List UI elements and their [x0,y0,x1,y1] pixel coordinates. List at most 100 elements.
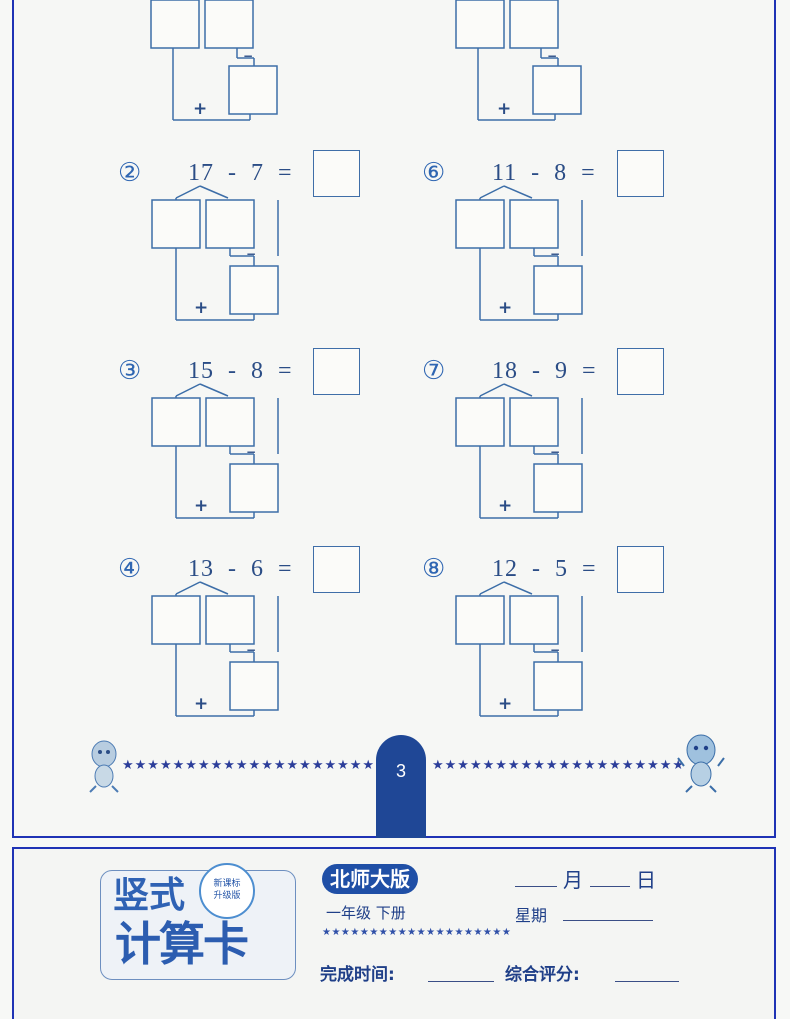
problem-number: ③ [118,356,142,386]
equation-a: 17 [188,160,214,186]
decomposition-diagram [455,581,583,717]
day-label: 日 [636,868,656,892]
worksheet-page [12,0,776,838]
plus-sign: + [194,496,209,516]
split-box-ones [509,199,559,249]
plus-sign: + [193,99,208,119]
plus-sign: + [498,298,513,318]
difference-box [229,661,279,711]
diagram-partial-left [150,0,278,121]
branch-line-right [503,581,533,595]
answer-box[interactable] [313,150,360,197]
product-logo: 竖式 计算卡 新课标 升级版 [100,863,296,980]
mascot-left-icon [89,740,119,793]
answer-box[interactable] [617,348,664,395]
grade-label: 一年级 下册 [326,904,406,922]
plus-sign: + [498,694,513,714]
weekday-label: 星期 [515,906,548,925]
equation-a: 11 [492,160,518,186]
minus-sign: − [246,247,257,261]
branch-line-left [175,383,201,397]
branch-line-right [199,185,229,199]
branch-line-right [199,581,229,595]
completion-time-blank[interactable] [428,981,494,982]
logo-title-line1: 竖式 [113,875,186,916]
answer-box[interactable] [617,150,664,197]
page-number-tab [376,735,426,838]
page-number: 3 [395,761,406,781]
overall-score-label: 综合评分: [505,965,580,985]
completion-time-label: 完成时间: [320,965,395,985]
split-box-tens [455,397,505,447]
answer-box[interactable] [617,546,664,593]
minus-sign: − [550,445,561,459]
equation: 18-9= [492,356,597,386]
star-divider-right: ★★★★★★★★★★★★★★★★★★★★ [432,758,686,773]
month-blank[interactable] [515,886,557,887]
equation-op: - [228,556,237,582]
split-box-tens [151,595,201,645]
equation-eq: = [581,160,596,186]
dotted-divider: ★★★★★★★★★★★★★★★★★★★★ [322,927,512,938]
problem-4: ⑥ 11-8 = − + [422,150,692,333]
equation-eq: = [582,358,597,384]
difference-box [229,463,279,513]
problem-number: ⑥ [422,158,446,188]
equation: 11-8 = [492,158,596,188]
problem-number: ② [118,158,142,188]
day-blank[interactable] [590,886,630,887]
edition-badge: 北师大版 [322,864,418,894]
weekday-blank[interactable] [563,920,653,921]
split-box-tens [151,199,201,249]
decomposition-diagram [151,383,279,519]
answer-box[interactable] [313,546,360,593]
branch-line-right [503,185,533,199]
equation-b: 8 [251,358,264,384]
problem-number: ④ [118,554,142,584]
equation-op: - [532,556,541,582]
answer-box[interactable] [313,348,360,395]
equation-b: 5 [555,556,568,582]
minus-sign: − [550,247,561,261]
overall-score-blank[interactable] [615,981,679,982]
equation: 13-6 = [188,554,293,584]
problem-number: ⑦ [422,356,446,386]
branch-line-left [479,581,505,595]
difference-box [533,463,583,513]
branch-line-right [503,383,533,397]
equation-eq: = [278,160,293,186]
decomposition-diagram [151,581,279,717]
equation-eq: = [278,556,293,582]
split-box-tens [455,595,505,645]
plus-sign: + [194,298,209,318]
difference-box [533,661,583,711]
equation-eq: = [278,358,293,384]
star-divider-left: ★★★★★★★★★★★★★★★★★★★★ [122,758,376,773]
equation-b: 8 [554,160,568,186]
decomposition-diagram [455,185,583,321]
upgrade-badge: 新课标 升级版 [199,863,255,919]
mascot-right-icon [677,734,725,793]
diagram-partial-right [455,0,582,121]
split-box-ones [509,397,559,447]
split-box-ones [205,595,255,645]
split-box-tens [151,397,201,447]
equation-eq: = [582,556,597,582]
split-box-ones [509,595,559,645]
equation-a: 13 [188,556,214,582]
decomposition-diagram [151,185,279,321]
equation-a: 18 [492,358,518,384]
equation-op: - [532,358,541,384]
badge-line1: 新课标 [213,879,241,889]
equation-a: 12 [492,556,518,582]
branch-line-left [479,383,505,397]
branch-line-left [175,185,201,199]
equation-b: 6 [251,556,264,582]
minus-sign: − [246,643,257,657]
cropped-diagrams-top [150,0,582,121]
equation-op: - [531,160,541,186]
split-box-tens [455,199,505,249]
